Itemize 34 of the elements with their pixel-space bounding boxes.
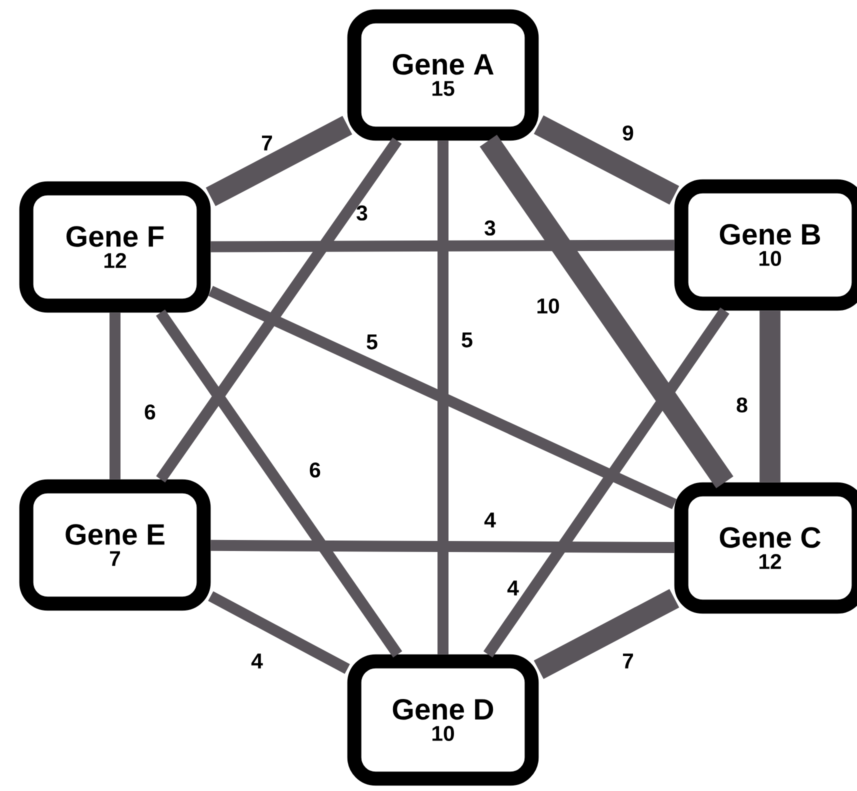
connection-line xyxy=(483,308,730,658)
connection-line xyxy=(210,540,674,554)
gene-box: Gene B 10 xyxy=(674,179,857,311)
connection-line xyxy=(206,116,352,206)
edge-label: 3 xyxy=(484,220,496,236)
gene-box: Gene C 12 xyxy=(674,482,857,614)
edge-label: 6 xyxy=(144,404,156,420)
gene-box: Gene F 12 xyxy=(19,181,211,313)
edge-label: 4 xyxy=(484,512,496,528)
edge-label: 8 xyxy=(736,397,748,413)
connection-line xyxy=(210,240,674,252)
edge-label: 4 xyxy=(507,580,519,596)
connection-line xyxy=(208,286,677,510)
edge-label: 9 xyxy=(622,125,634,141)
connection-line xyxy=(208,591,350,674)
edge-label: 6 xyxy=(310,462,320,478)
connection-line xyxy=(156,310,402,658)
connection-line xyxy=(760,310,780,482)
connection-line xyxy=(156,138,402,482)
edge-label: 4 xyxy=(251,654,263,668)
edge-label: 10 xyxy=(537,298,559,314)
connection-line xyxy=(534,115,680,205)
connection-line xyxy=(534,589,680,679)
edge-label: 5 xyxy=(366,334,378,350)
gene-box: Gene E 7 xyxy=(19,479,211,611)
gene-box: Gene D 10 xyxy=(347,654,539,786)
connection-line xyxy=(438,140,448,654)
edge-label: 3 xyxy=(356,205,368,221)
edge-label: 7 xyxy=(262,136,272,150)
connection-line xyxy=(110,312,120,480)
gene-box: Gene A 15 xyxy=(347,9,539,141)
connection-line xyxy=(480,134,734,488)
edge-label: 7 xyxy=(623,654,633,668)
edge-label: 5 xyxy=(462,332,472,348)
